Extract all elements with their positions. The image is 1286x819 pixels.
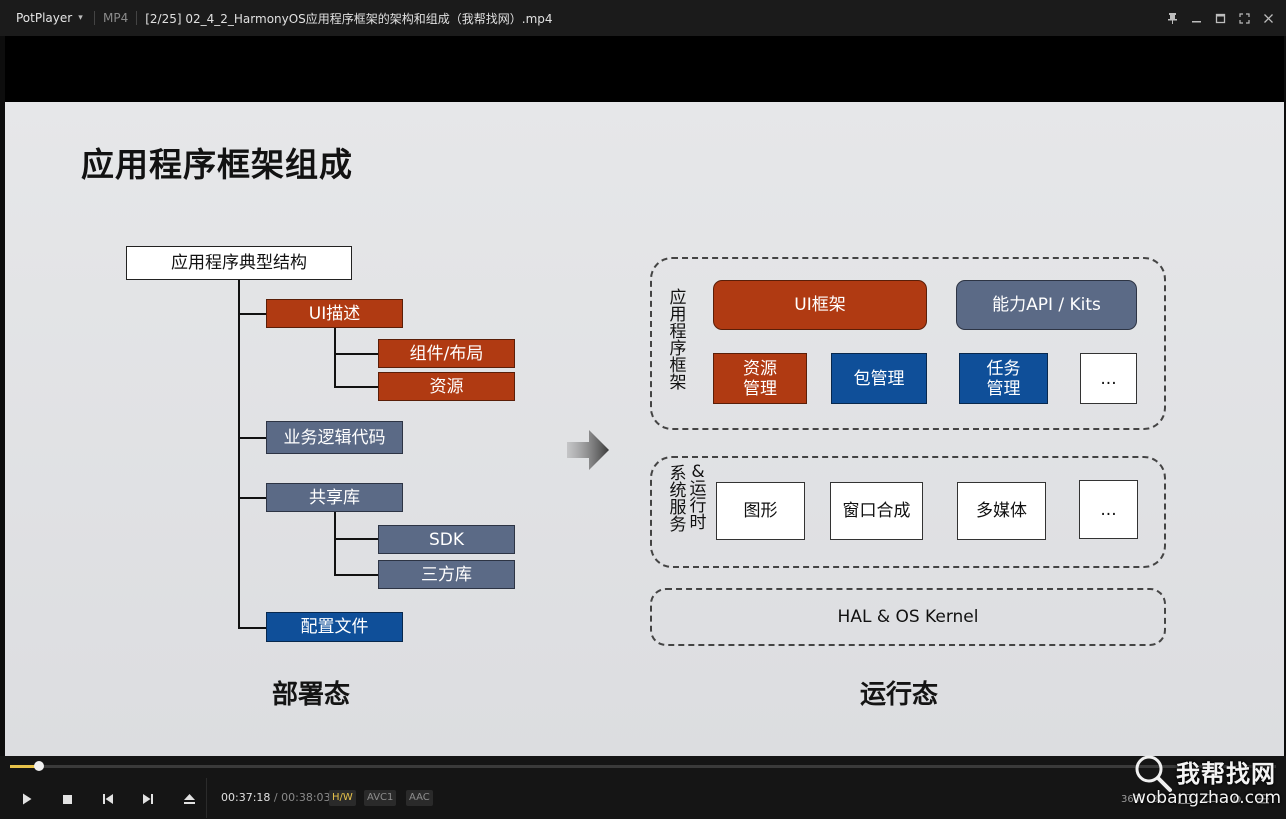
previous-button[interactable] xyxy=(93,788,123,810)
node-components: 组件/布局 xyxy=(378,339,515,368)
tree-branch xyxy=(334,386,378,388)
node-ui-desc: UI描述 xyxy=(266,299,403,328)
magnifier-icon xyxy=(1135,755,1172,792)
tree-branch xyxy=(238,497,266,499)
tree-root: 应用程序典型结构 xyxy=(126,246,352,280)
arrow-right-icon xyxy=(567,430,609,470)
next-button[interactable] xyxy=(133,788,163,810)
seek-progress xyxy=(10,765,39,768)
tree-trunk xyxy=(238,280,240,628)
task-mgmt-box: 任务 管理 xyxy=(959,353,1048,404)
framework-label: 应用程序框架 xyxy=(669,288,687,393)
window-controls xyxy=(1160,0,1280,36)
screen-icon[interactable] xyxy=(1198,788,1224,810)
node-resources: 资源 xyxy=(378,372,515,401)
chevron-down-icon: ▾ xyxy=(78,13,83,23)
kernel-group: HAL & OS Kernel xyxy=(650,588,1166,646)
title-divider xyxy=(136,11,138,25)
format-label: MP4 xyxy=(103,11,129,25)
tree-branch xyxy=(238,313,266,315)
tree-branch xyxy=(334,353,378,355)
seek-handle[interactable] xyxy=(33,761,44,771)
tree-branch xyxy=(334,538,378,540)
tree-sub-trunk xyxy=(334,328,336,387)
time-display: 00:37:18 / 00:38:03 xyxy=(221,791,331,804)
multimedia-box: 多媒体 xyxy=(957,482,1046,540)
ability-api-box: 能力API / Kits xyxy=(956,280,1137,330)
node-shared-lib: 共享库 xyxy=(266,483,403,512)
pin-icon[interactable] xyxy=(1160,0,1184,36)
app-menu-button[interactable]: PotPlayer ▾ xyxy=(0,0,94,36)
stop-button[interactable] xyxy=(52,788,82,810)
audio-codec-badge[interactable]: AAC xyxy=(406,790,433,806)
control-divider xyxy=(206,778,207,818)
time-separator: / xyxy=(273,791,278,804)
maximize-icon[interactable] xyxy=(1208,0,1232,36)
deploy-caption: 部署态 xyxy=(272,680,351,710)
watermark-brand: 我帮找网 xyxy=(1176,760,1276,788)
node-sdk: SDK xyxy=(378,525,515,554)
title-bar: PotPlayer ▾ MP4 [2/25] 02_4_2_HarmonyOS应… xyxy=(0,0,1286,36)
tree-branch xyxy=(334,574,378,576)
play-button[interactable] xyxy=(12,788,42,810)
pkg-mgmt-box: 包管理 xyxy=(831,353,927,404)
watermark-url: wobangzhao.com xyxy=(1132,788,1282,808)
hw-decode-badge[interactable]: H/W xyxy=(329,790,356,806)
watermark: 我帮找网 wobangzhao.com xyxy=(1132,752,1282,810)
slide: 应用程序框架组成 应用程序典型结构 UI描述 组件/布局 资源 业务逻辑代码 共… xyxy=(5,102,1284,756)
node-config: 配置文件 xyxy=(266,612,403,642)
eject-button[interactable] xyxy=(174,788,204,810)
close-icon[interactable] xyxy=(1256,0,1280,36)
graphics-box: 图形 xyxy=(716,482,805,540)
subtitle-icon[interactable] xyxy=(1172,788,1198,810)
services-group xyxy=(650,456,1166,568)
title-divider xyxy=(94,11,95,25)
seek-bar[interactable] xyxy=(10,761,1276,771)
vr-360-icon[interactable]: 360° xyxy=(1120,793,1146,805)
slide-title: 应用程序框架组成 xyxy=(81,145,353,184)
video-area[interactable]: 应用程序框架组成 应用程序典型结构 UI描述 组件/布局 资源 业务逻辑代码 共… xyxy=(5,36,1284,756)
framework-group xyxy=(650,257,1166,430)
tree-branch xyxy=(238,627,266,629)
right-control-icons: 360° 3D xyxy=(1120,788,1276,810)
time-current: 00:37:18 xyxy=(221,791,271,804)
services-label: 系统服务 xyxy=(669,464,687,535)
tree-branch xyxy=(238,437,266,439)
framework-more-box: ... xyxy=(1080,353,1137,404)
video-codec-badge[interactable]: AVC1 xyxy=(364,790,397,806)
minimize-icon[interactable] xyxy=(1184,0,1208,36)
time-total: 00:38:03 xyxy=(281,791,331,804)
3d-mode-icon[interactable]: 3D xyxy=(1151,793,1167,805)
menu-icon[interactable] xyxy=(1250,788,1276,810)
settings-icon[interactable] xyxy=(1224,788,1250,810)
ui-framework-box: UI框架 xyxy=(713,280,927,330)
file-title: [2/25] 02_4_2_HarmonyOS应用程序框架的架构和组成（我帮找网… xyxy=(145,11,553,26)
window-compose-box: 窗口合成 xyxy=(830,482,923,540)
node-biz-logic: 业务逻辑代码 xyxy=(266,421,403,454)
runtime-caption: 运行态 xyxy=(860,680,939,710)
fullscreen-icon[interactable] xyxy=(1232,0,1256,36)
runtime-label: &运行时 xyxy=(689,462,707,533)
res-mgmt-box: 资源 管理 xyxy=(713,353,807,404)
tree-sub-trunk xyxy=(334,512,336,575)
services-more-box: ... xyxy=(1079,480,1138,539)
node-third-party: 三方库 xyxy=(378,560,515,589)
app-name: PotPlayer xyxy=(16,11,73,25)
control-bar: 00:37:18 / 00:38:03 H/W AVC1 AAC 360° 3D xyxy=(0,756,1286,819)
